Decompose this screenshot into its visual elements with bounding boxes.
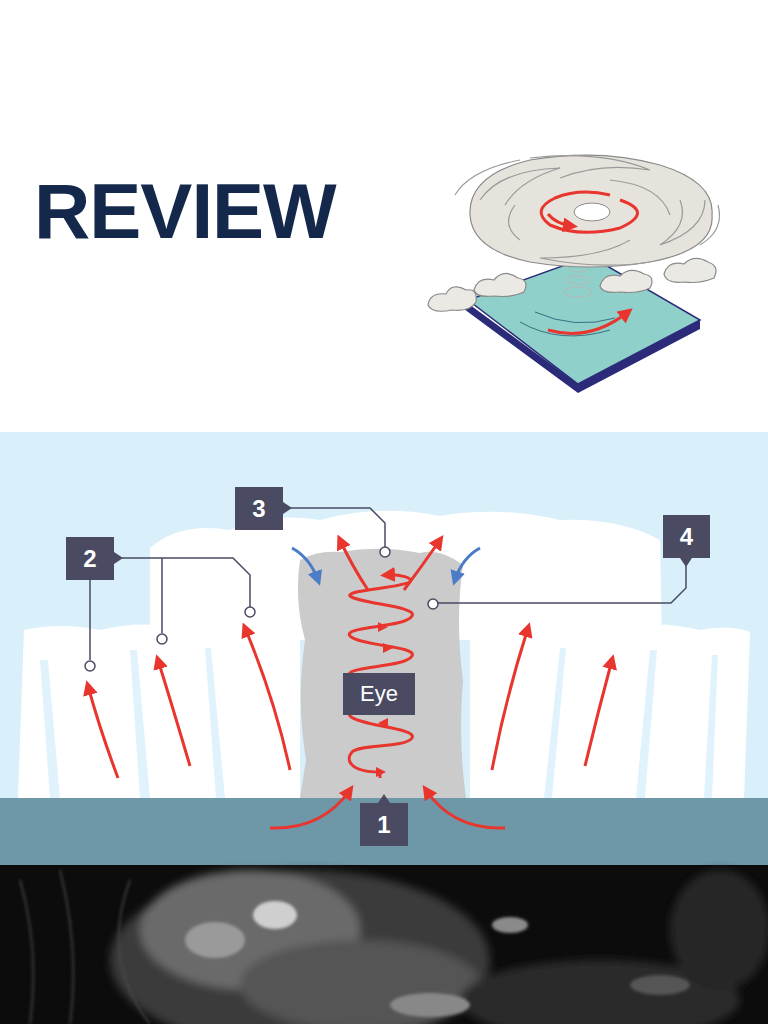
cloud-mass <box>18 511 750 798</box>
node-text: 3 <box>246 495 271 523</box>
node-text: 4 <box>674 523 699 551</box>
page-title: REVIEW <box>34 166 336 256</box>
node-text: Eye <box>354 681 404 707</box>
air-flow-arrows <box>88 540 612 828</box>
callout-number: 1 <box>360 803 408 846</box>
callout-number: 4 <box>663 515 710 558</box>
satellite-image <box>0 865 768 1024</box>
callout-number: 3 <box>235 487 283 530</box>
eye-wall <box>298 549 466 798</box>
sea-surface <box>0 798 768 865</box>
storm-icon <box>428 155 720 393</box>
node-text: 1 <box>371 811 396 839</box>
label-box: Eye <box>343 673 415 715</box>
callout-number: 2 <box>66 537 114 580</box>
node-text: 2 <box>77 545 102 573</box>
leader-lines <box>90 508 686 660</box>
